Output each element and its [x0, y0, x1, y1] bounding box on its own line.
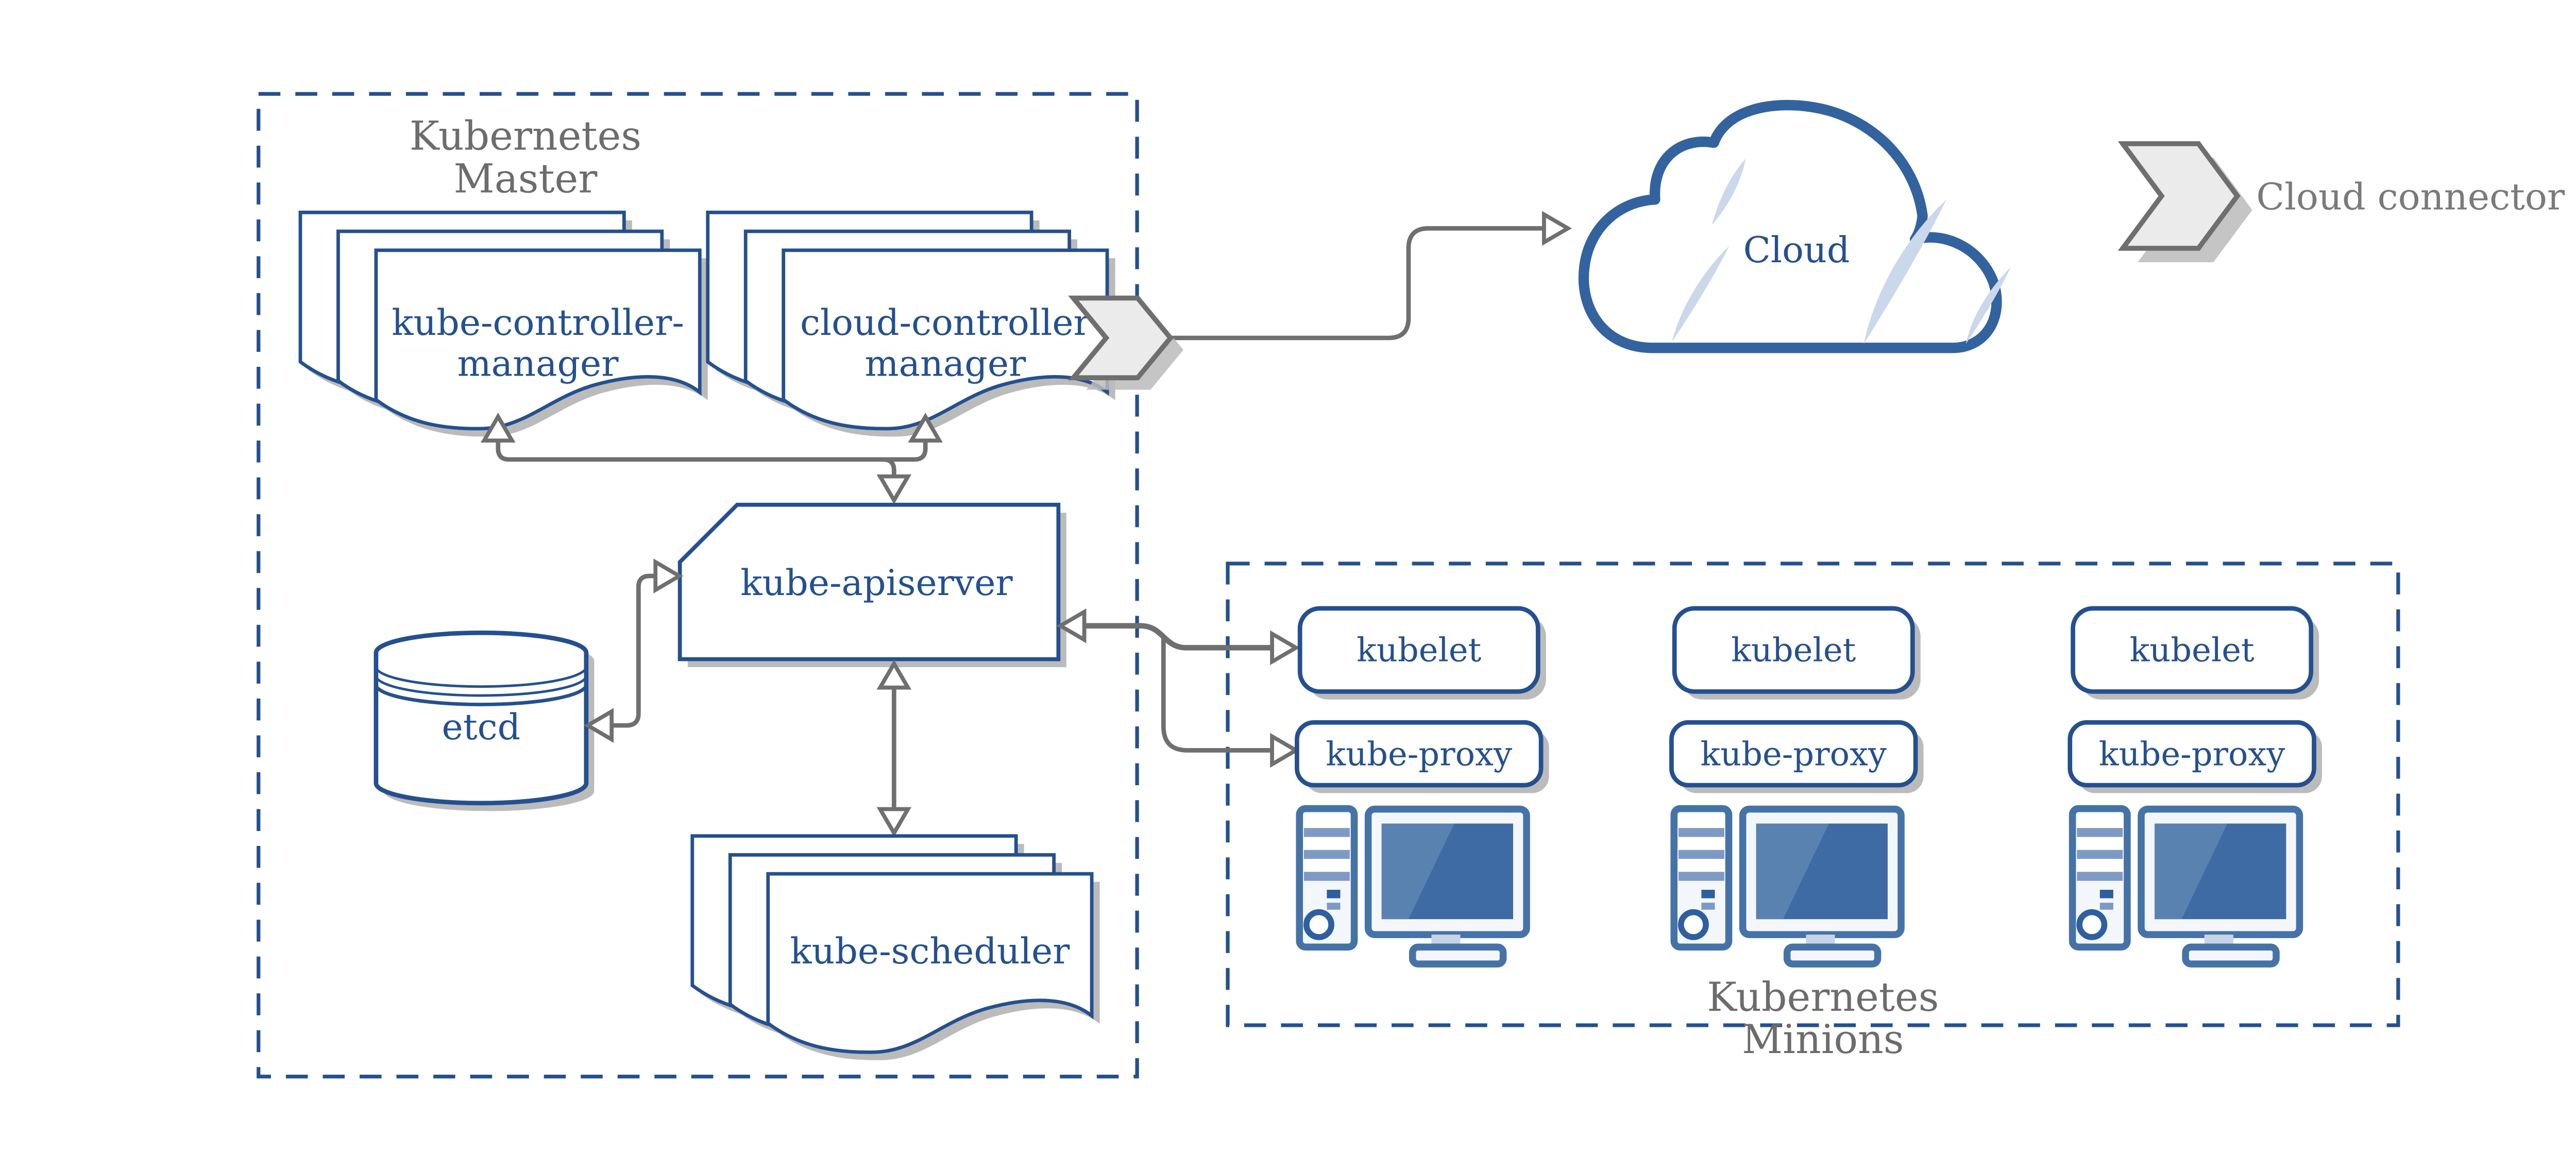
kube-proxy-label: kube-proxy: [2099, 735, 2285, 773]
cloud-label: Cloud: [1743, 229, 1850, 271]
legend: Cloud connector: [2123, 144, 2565, 262]
node-etcd: etcd: [374, 630, 595, 811]
minion-node-1: kubelet kube-proxy: [1295, 606, 1549, 964]
kubernetes-master-box: [257, 92, 1139, 1079]
node-cloud-controller-manager: cloud-controller manager: [708, 212, 1115, 437]
legend-label: Cloud connector: [2256, 176, 2565, 218]
minion-node-2: kubelet kube-proxy: [1669, 606, 1924, 964]
kube-scheduler-label: kube-scheduler: [790, 930, 1070, 972]
cloud-icon: [1578, 99, 2002, 353]
arrowhead-icon: [1272, 634, 1296, 662]
kube-proxy-label: kube-proxy: [1326, 735, 1512, 773]
etcd-label: etcd: [442, 706, 521, 748]
kube-proxy-box: [1669, 720, 1918, 788]
cloud-controller-manager-label-line1: cloud-controller: [800, 302, 1091, 344]
kube-proxy-label: kube-proxy: [1700, 735, 1887, 773]
arrowhead-icon: [655, 562, 679, 590]
connector-apiserver-scheduler: [880, 664, 908, 833]
master-title: Kubernetes Master: [410, 113, 641, 202]
arrowhead-icon: [880, 477, 908, 500]
kube-proxy-box: [1295, 720, 1544, 788]
minions-title-line1: Kubernetes: [1707, 974, 1939, 1021]
kube-controller-manager-label-line1: kube-controller-: [392, 302, 684, 344]
kubelet-box: [1672, 606, 1915, 694]
master-title-line1: Kubernetes: [410, 113, 641, 160]
kubernetes-minions-box: [1226, 562, 2400, 1027]
minions-title: Kubernetes Minions: [1707, 974, 1939, 1063]
node-kube-controller-manager: kube-controller- manager: [300, 212, 708, 437]
connector-apiserver-minions: [1060, 612, 1296, 765]
connector-manager-cloud: [1073, 214, 1568, 390]
database-cylinder-icon: [374, 630, 589, 806]
node-cloud: Cloud: [1578, 99, 2011, 353]
connector-etcd-apiserver: [588, 562, 680, 739]
kubelet-label: kubelet: [1357, 631, 1481, 669]
cloud-controller-manager-label-line2: manager: [865, 343, 1026, 384]
kube-apiserver-label: kube-apiserver: [740, 562, 1013, 604]
kubelet-box: [1297, 606, 1540, 694]
arrowhead-icon: [1272, 736, 1296, 764]
arrowhead-icon: [880, 809, 908, 833]
kubelet-label: kubelet: [1731, 631, 1856, 669]
connector-managers-apiserver: [484, 417, 940, 500]
kubelet-label: kubelet: [2130, 631, 2255, 669]
node-kube-apiserver: kube-apiserver: [677, 502, 1066, 667]
kube-controller-manager-label-line2: manager: [457, 343, 619, 384]
arrowhead-icon: [1544, 214, 1568, 242]
kubelet-box: [2071, 606, 2314, 694]
master-title-line2: Master: [454, 156, 598, 202]
arrowhead-icon: [880, 664, 908, 687]
minion-node-3: kubelet kube-proxy: [2067, 606, 2322, 964]
minions-title-line2: Minions: [1742, 1016, 1904, 1063]
node-kube-scheduler: kube-scheduler: [692, 836, 1100, 1060]
kube-proxy-box: [2067, 720, 2316, 788]
